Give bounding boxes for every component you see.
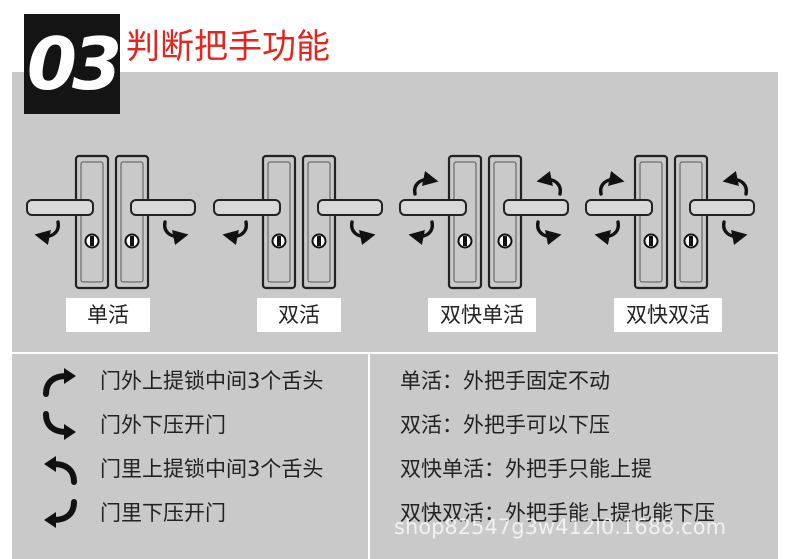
door-handle	[399, 199, 467, 216]
door-handle	[503, 199, 569, 216]
lock-type-label: 双快单活	[428, 298, 536, 332]
door-handle	[213, 199, 281, 216]
rotation-arrow	[722, 220, 748, 245]
lock-plate	[114, 154, 150, 290]
rotation-arrow	[350, 220, 376, 245]
lock-plate-inner	[120, 161, 144, 283]
rotation-arrow	[594, 220, 620, 245]
function-description: 单活：外把手固定不动	[400, 369, 610, 393]
curved-arrow-down-right-icon	[43, 411, 76, 440]
rotation-arrow	[413, 171, 439, 196]
function-description: 双快单活：外把手只能上提	[400, 457, 652, 481]
key-slot	[503, 236, 507, 246]
key-slot	[649, 236, 653, 246]
lock-type-label: 双活	[257, 298, 341, 332]
door-handle	[317, 199, 383, 216]
lock-plate	[633, 154, 669, 290]
key-slot	[90, 236, 94, 246]
rotation-arrow	[722, 171, 748, 196]
function-description: 双快双活：外把手能上提也能下压	[400, 501, 715, 525]
section-number-badge: 03	[24, 14, 122, 114]
lock-plate-inner	[639, 161, 663, 283]
key-slot	[317, 236, 321, 246]
lock-plate	[447, 154, 483, 290]
key-slot	[463, 236, 467, 246]
lock-type-label: 双快双活	[614, 298, 722, 332]
lock-plate-inner	[679, 161, 703, 283]
lock-plate-inner	[493, 161, 517, 283]
key-slot	[130, 236, 134, 246]
legend-text: 门里上提锁中间3个舌头	[100, 457, 324, 481]
lock-plate-inner	[453, 161, 477, 283]
lock-plate	[487, 154, 523, 290]
legend-text: 门里下压开门	[100, 501, 226, 525]
section-title: 判断把手功能	[126, 27, 330, 67]
key-slot	[277, 236, 281, 246]
horizontal-divider	[12, 352, 778, 354]
legend-text: 门外下压开门	[100, 413, 226, 437]
lock-plate-inner	[307, 161, 331, 283]
rotation-arrow	[163, 220, 189, 245]
store-watermark: shop82547g3w412l0.1688.com	[394, 515, 727, 539]
rotation-arrow	[536, 220, 562, 245]
rotation-arrow	[599, 171, 625, 196]
rotation-arrow	[536, 171, 562, 196]
vertical-divider	[368, 354, 370, 559]
rotation-arrow	[408, 220, 434, 245]
function-description: 双活：外把手可以下压	[400, 413, 610, 437]
door-handle	[26, 199, 94, 216]
lock-plate-inner	[267, 161, 291, 283]
door-handle	[585, 199, 653, 216]
lock-plate	[673, 154, 709, 290]
lock-plate-inner	[80, 161, 104, 283]
rotation-arrow	[34, 220, 60, 245]
lock-type-label: 单活	[66, 298, 150, 332]
curved-arrow-up-right-icon	[43, 368, 76, 397]
header-bar	[0, 0, 790, 72]
curved-arrow-down-left-icon	[44, 499, 77, 528]
lock-plate	[74, 154, 110, 290]
lock-plate	[301, 154, 337, 290]
curved-arrow-up-left-icon	[44, 456, 77, 485]
door-handle	[130, 199, 196, 216]
lock-plate	[261, 154, 297, 290]
door-handle	[689, 199, 755, 216]
legend-text: 门外上提锁中间3个舌头	[100, 369, 324, 393]
key-slot	[689, 236, 693, 246]
rotation-arrow	[222, 220, 248, 245]
